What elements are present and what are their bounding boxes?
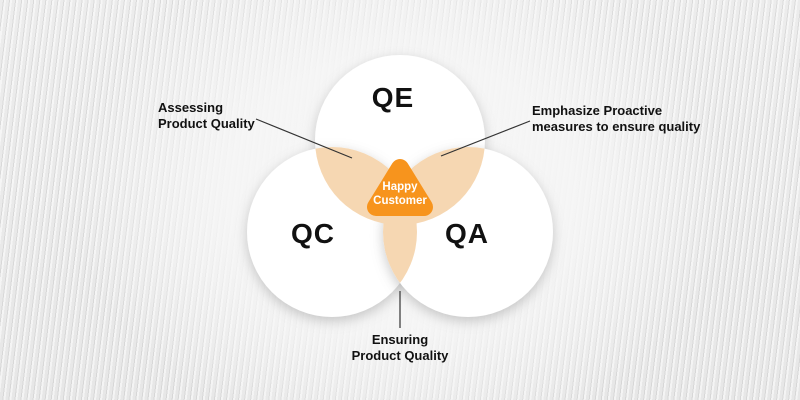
overlap-qe-qa bbox=[383, 147, 485, 225]
happy-customer-label: Happy Customer bbox=[373, 181, 427, 208]
happy-customer-triangle bbox=[367, 159, 433, 216]
annotation-ensuring-product-quality: Ensuring Product Quality bbox=[352, 332, 449, 364]
annotation-bottom-line-1: Ensuring bbox=[371, 332, 429, 347]
happy-customer-line-2: Customer bbox=[373, 194, 427, 207]
annotation-left-line-2: Product Quality bbox=[158, 116, 255, 131]
leader-line-right bbox=[440, 120, 531, 157]
annotation-right-line-2: measures to ensure quality bbox=[532, 119, 701, 134]
annotation-assessing-product-quality: Assessing Product Quality bbox=[158, 100, 255, 132]
annotation-proactive-measures: Emphasize Proactive measures to ensure q… bbox=[532, 103, 700, 135]
happy-customer-line-1: Happy bbox=[382, 181, 418, 193]
annotation-bottom-line-2: Product Quality bbox=[351, 348, 449, 363]
circle-label-qc: QC bbox=[291, 218, 335, 249]
annotation-left-line-1: Assessing bbox=[158, 100, 224, 115]
annotation-right-line-1: Emphasize Proactive bbox=[532, 103, 663, 118]
leader-line-left bbox=[255, 118, 353, 159]
overlap-qe-qc bbox=[315, 147, 417, 225]
circle-label-qe: QE bbox=[371, 82, 415, 113]
circle-label-qa: QA bbox=[445, 218, 489, 249]
